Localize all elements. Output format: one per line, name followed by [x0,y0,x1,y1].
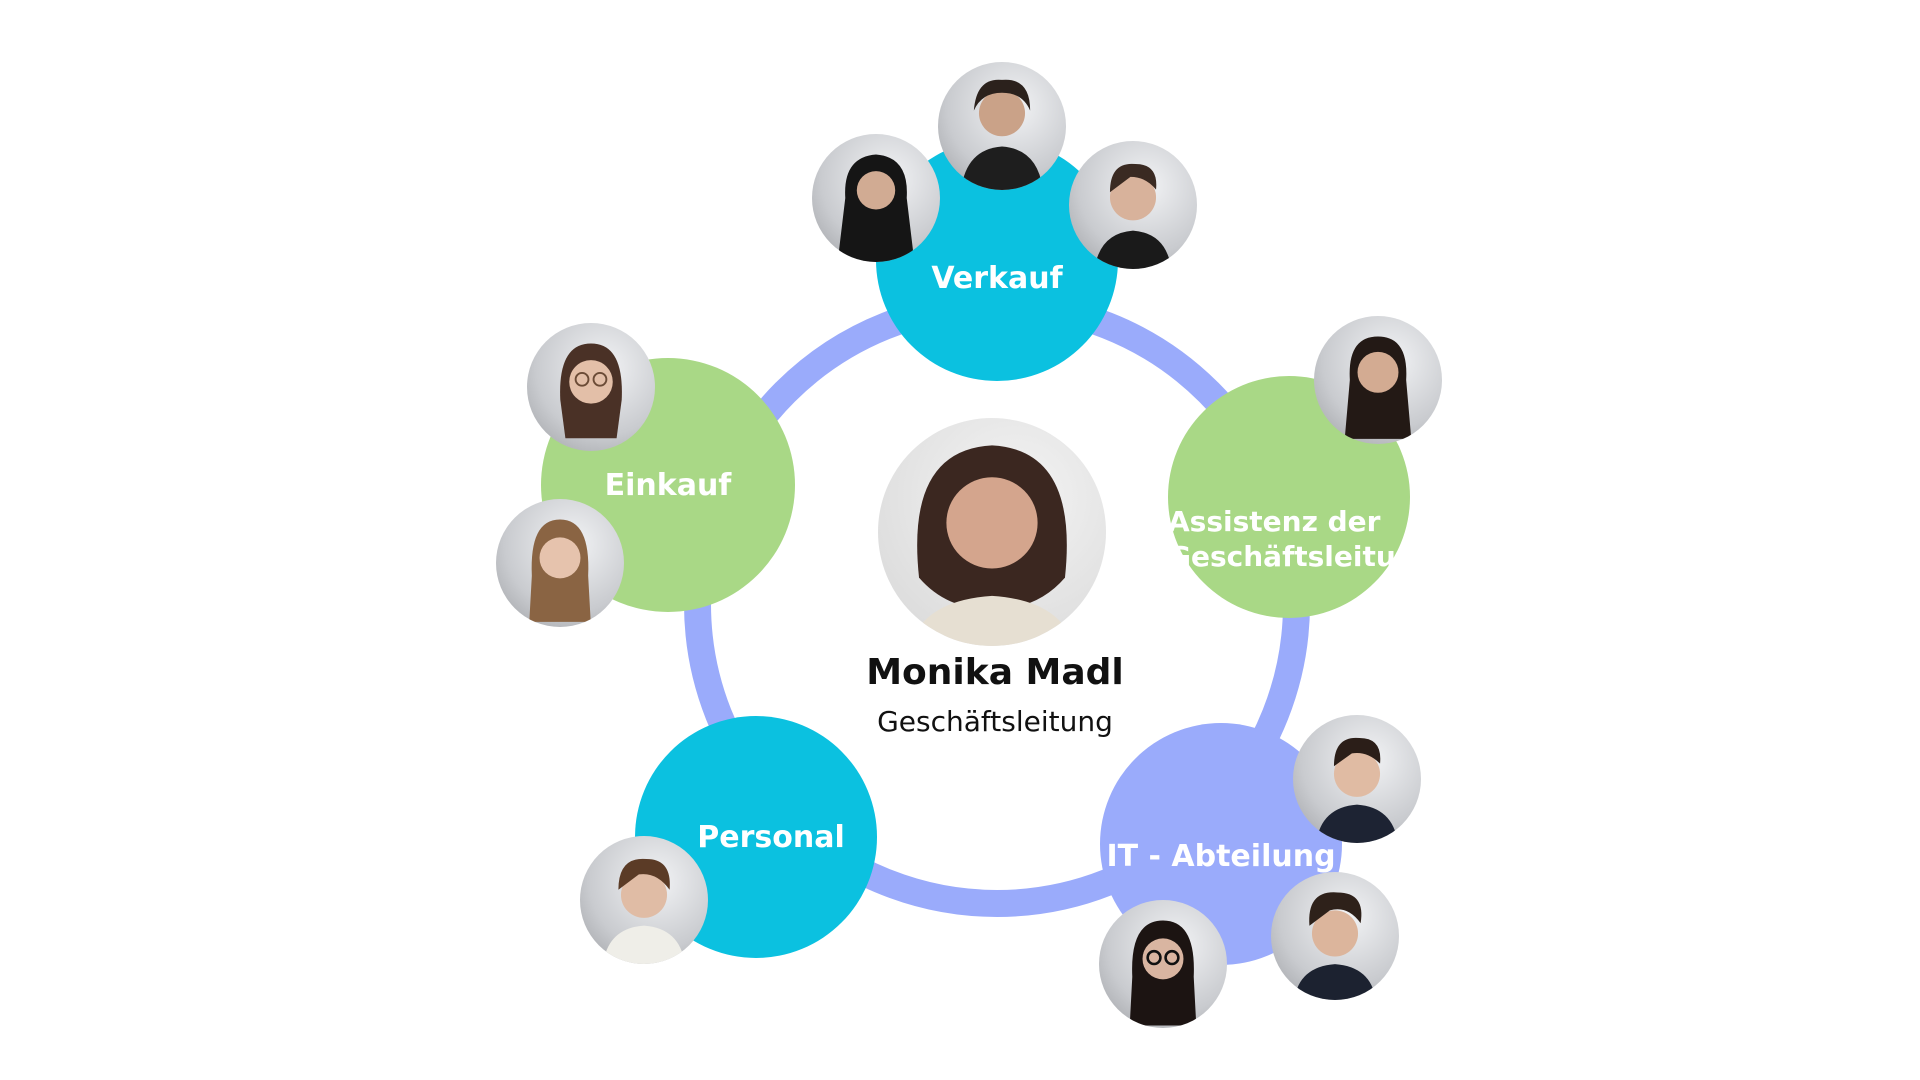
member-photo-it-1 [1293,715,1421,843]
member-photo-verkauf-3 [1069,141,1197,269]
member-photo-it-2 [1271,872,1399,1000]
ceo-role: Geschäftsleitung [877,705,1113,738]
member-photo-it-3 [1099,900,1227,1028]
dept-label: Einkauf [604,467,732,503]
member-photo-assistenz-1 [1314,316,1442,444]
dept-label-line2: Geschäftsleitung [1168,539,1436,573]
dept-label-line1: Assistenz der [1168,504,1381,538]
member-photo-einkauf-2 [496,499,624,627]
dept-label: IT - Abteilung [1106,839,1336,874]
dept-label: Personal [697,819,845,855]
member-photo-verkauf-1 [938,62,1066,190]
member-photo-personal-1 [580,836,708,964]
dept-label: Verkauf [931,261,1063,296]
ceo-photo [878,418,1106,646]
ceo-name: Monika Madl [866,652,1124,693]
member-photo-einkauf-1 [527,323,655,451]
member-photo-verkauf-2 [812,134,940,262]
